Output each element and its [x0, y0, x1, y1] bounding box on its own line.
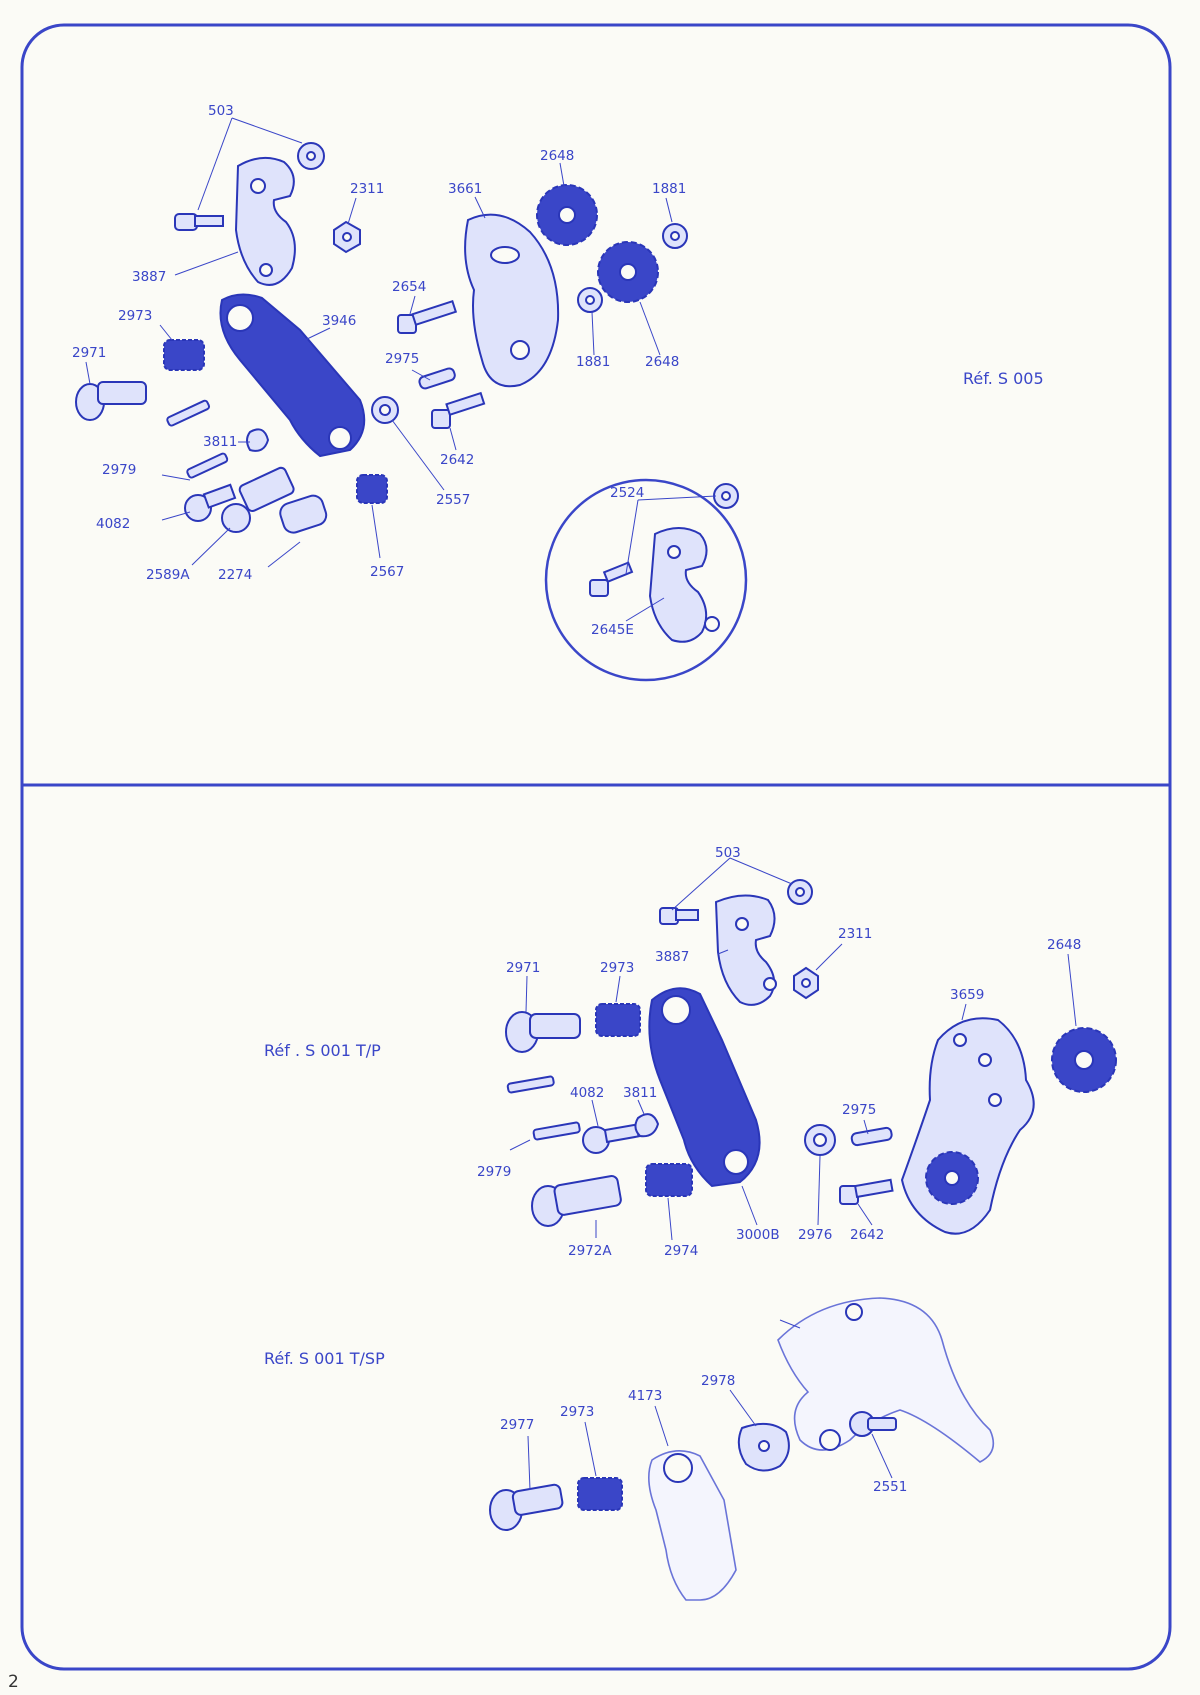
part-label-2978: 2978 [701, 1373, 735, 1389]
part-label-2975: 2975 [385, 351, 419, 367]
bolt-part-4082 [184, 483, 237, 522]
part-label-2972A: 2972A [568, 1243, 612, 1259]
part-label-2311: 2311 [350, 181, 384, 197]
exploded-view-s005: 503 2311 2648 3661 1881 3887 2654 2973 3… [72, 103, 1044, 682]
part-label-2979: 2979 [102, 462, 136, 478]
part-label-2971: 2971 [72, 345, 106, 361]
screw-part-2642-b [839, 1178, 894, 1205]
leader-lines-top [85, 117, 673, 568]
part-label-2557: 2557 [436, 492, 470, 508]
spring-part-2567 [356, 474, 388, 504]
part-label-4173: 4173 [628, 1388, 662, 1404]
screw-part-2524 [589, 561, 634, 597]
part-label-503: 503 [208, 103, 234, 119]
part-label-503-b: 503 [715, 845, 741, 861]
part-label-3659: 3659 [950, 987, 984, 1003]
part-label-1881-b: 1881 [576, 354, 610, 370]
spring-part-2973-c [577, 1477, 623, 1511]
part-label-3811: 3811 [203, 434, 237, 450]
screw-part-2979-b [186, 452, 229, 479]
leader-lines-bottom [509, 857, 1077, 1241]
part-label-2642-b: 2642 [850, 1227, 884, 1243]
part-label-2589A: 2589A [146, 567, 190, 583]
part-label-1881: 1881 [652, 181, 686, 197]
screw-part-2642 [431, 391, 486, 429]
clip-part-3811 [246, 428, 270, 452]
bolt-part-2551 [849, 1411, 897, 1437]
reference-label-s001-tsp: Réf. S 001 T/SP [264, 1349, 385, 1368]
part-label-2524: 2524 [610, 485, 644, 501]
cage-part-3659 [900, 1017, 1035, 1235]
bushing-part-2274 [279, 494, 328, 534]
reference-label-s005: Réf. S 005 [963, 369, 1044, 388]
screw-part-2979-c [506, 1075, 555, 1094]
part-label-2642: 2642 [440, 452, 474, 468]
bolt-part-2977 [489, 1483, 564, 1531]
part-label-2977: 2977 [500, 1417, 534, 1433]
hanger-part-3887 [234, 156, 296, 286]
part-label-2567: 2567 [370, 564, 404, 580]
frame-dropout [777, 1297, 995, 1463]
part-label-3887-b: 3887 [655, 949, 689, 965]
part-label-2645E: 2645E [591, 622, 634, 638]
pin-part-2975 [418, 367, 456, 390]
screw-part-503-b [659, 907, 699, 925]
screw-part-2979-d [532, 1121, 581, 1141]
body-part-4173 [648, 1450, 737, 1601]
part-label-4082-b: 4082 [570, 1085, 604, 1101]
part-label-2971-b: 2971 [506, 960, 540, 976]
part-label-3661: 3661 [448, 181, 482, 197]
part-label-2648: 2648 [540, 148, 574, 164]
part-label-3887: 3887 [132, 269, 166, 285]
leader-lines-tsp [527, 1389, 893, 1491]
part-label-2973-b: 2973 [600, 960, 634, 976]
part-label-3000B: 3000B [736, 1227, 780, 1243]
clip-part-3811-b [634, 1113, 660, 1138]
part-label-2551: 2551 [873, 1479, 907, 1495]
reference-label-s001-tp: Réf . S 001 T/P [264, 1041, 381, 1060]
axle-part-2589A [221, 466, 295, 533]
spring-part-2973 [163, 339, 205, 371]
body-part-3000B [648, 987, 761, 1188]
pulley-part-2648-c [1051, 1027, 1117, 1093]
hanger-part-3887-b [714, 894, 776, 1006]
part-label-2973: 2973 [118, 308, 152, 324]
part-label-2979-c: 2979 [477, 1164, 511, 1180]
part-label-3946: 3946 [322, 313, 356, 329]
spring-part-2973-b [595, 1003, 641, 1037]
part-label-2973-c: 2973 [560, 1404, 594, 1420]
exploded-view-s001-tsp: 2978 4173 2977 2973 2551 Réf. S 001 T/SP [264, 1297, 995, 1601]
hanger-part-2645E [648, 527, 708, 643]
part-label-2976: 2976 [798, 1227, 832, 1243]
bolt-part-2971-b [505, 1011, 581, 1053]
page-frame [20, 23, 1172, 1671]
part-label-2975-b: 2975 [842, 1102, 876, 1118]
spring-part-2974 [645, 1163, 693, 1197]
page-number: 2 [8, 1672, 19, 1692]
screw-part-503 [174, 213, 224, 231]
part-label-2648-b: 2648 [645, 354, 679, 370]
axle-part-2972A [531, 1175, 622, 1227]
part-label-2648-c: 2648 [1047, 937, 1081, 953]
screw-part-2654 [397, 300, 458, 334]
body-part-3946 [219, 293, 366, 458]
pulley-part-2648-b [597, 241, 659, 303]
bolt-part-4082-b [582, 1123, 640, 1154]
cage-part-3661 [464, 213, 560, 388]
part-label-2311-b: 2311 [838, 926, 872, 942]
part-label-2974: 2974 [664, 1243, 698, 1259]
part-label-2274: 2274 [218, 567, 252, 583]
part-label-4082: 4082 [96, 516, 130, 532]
bolt-part-2971 [75, 381, 147, 421]
part-label-3811-b: 3811 [623, 1085, 657, 1101]
pulley-part-2648 [536, 184, 598, 246]
part-label-2654: 2654 [392, 279, 426, 295]
inset-detail: 2524 2645E [544, 478, 748, 682]
screw-part-2979 [166, 399, 211, 427]
pin-part-2975-b [850, 1126, 893, 1147]
exploded-view-s001-tp: 503 2311 3887 2648 2971 2973 3659 4082 3… [264, 845, 1117, 1259]
